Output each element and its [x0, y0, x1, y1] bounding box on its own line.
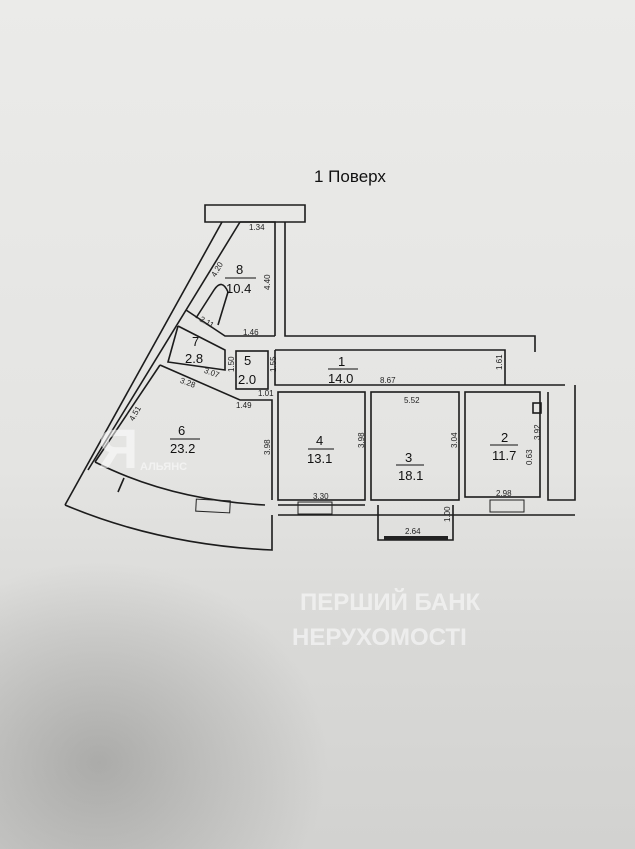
room-1-label: 114.0 — [328, 354, 358, 386]
svg-text:2: 2 — [501, 430, 508, 445]
svg-text:2.8: 2.8 — [185, 351, 203, 366]
svg-text:1.46: 1.46 — [243, 328, 259, 337]
watermark-line2: НЕРУХОМОСТІ — [292, 624, 467, 651]
room-8-label: 810.4 — [225, 262, 256, 296]
svg-text:1.01: 1.01 — [258, 389, 274, 398]
svg-text:2.64: 2.64 — [405, 527, 421, 536]
svg-text:1.34: 1.34 — [249, 223, 265, 232]
room-5-label: 52.0 — [238, 353, 256, 387]
svg-text:4.40: 4.40 — [263, 274, 272, 290]
photo-shadow — [0, 560, 330, 849]
watermark-brand: АЛЬЯНС — [140, 461, 187, 473]
svg-text:1.55: 1.55 — [269, 356, 278, 372]
watermark-logo-icon: Я — [98, 417, 138, 480]
svg-text:23.2: 23.2 — [170, 441, 195, 456]
plan-title: 1 Поверх — [314, 167, 386, 186]
svg-text:5.52: 5.52 — [404, 396, 420, 405]
svg-text:3.28: 3.28 — [179, 376, 197, 390]
svg-text:4.20: 4.20 — [209, 260, 225, 278]
room-6-label: 623.2 — [170, 423, 200, 456]
svg-text:2.98: 2.98 — [496, 489, 512, 498]
svg-text:11.7: 11.7 — [492, 448, 516, 463]
svg-text:18.1: 18.1 — [398, 468, 423, 483]
svg-text:3.30: 3.30 — [313, 492, 329, 501]
svg-text:3.04: 3.04 — [450, 432, 459, 448]
svg-text:14.0: 14.0 — [328, 371, 353, 386]
room-4-label: 413.1 — [307, 433, 334, 466]
svg-text:1.49: 1.49 — [236, 401, 252, 410]
svg-text:4: 4 — [316, 433, 323, 448]
svg-text:10.4: 10.4 — [226, 281, 251, 296]
room-3-label: 318.1 — [396, 450, 424, 483]
svg-text:2.0: 2.0 — [238, 372, 256, 387]
svg-text:0.63: 0.63 — [525, 449, 534, 465]
watermark: Я АЛЬЯНС ПЕРШИЙ БАНК НЕРУХОМОСТІ — [98, 417, 481, 651]
room-2-label: 211.7 — [490, 430, 518, 463]
walls — [64, 204, 576, 551]
svg-text:8: 8 — [236, 262, 243, 277]
svg-text:6: 6 — [178, 423, 185, 438]
svg-text:13.1: 13.1 — [307, 451, 332, 466]
watermark-line1: ПЕРШИЙ БАНК — [300, 588, 481, 616]
svg-text:1.00: 1.00 — [443, 506, 452, 522]
room-labels: 810.4 72.8 52.0 114.0 623.2 413.1 318.1 … — [170, 262, 518, 483]
svg-text:1.61: 1.61 — [495, 354, 504, 370]
svg-text:5: 5 — [244, 353, 251, 368]
svg-text:3.92: 3.92 — [533, 424, 542, 440]
svg-text:3.98: 3.98 — [357, 432, 366, 448]
room-7-label: 72.8 — [185, 334, 203, 366]
svg-text:1: 1 — [338, 354, 345, 369]
svg-text:8.67: 8.67 — [380, 376, 396, 385]
svg-text:3.07: 3.07 — [203, 366, 221, 380]
svg-text:3: 3 — [405, 450, 412, 465]
svg-text:7: 7 — [192, 334, 199, 349]
svg-text:3.98: 3.98 — [263, 439, 272, 455]
svg-text:1.50: 1.50 — [227, 356, 236, 372]
